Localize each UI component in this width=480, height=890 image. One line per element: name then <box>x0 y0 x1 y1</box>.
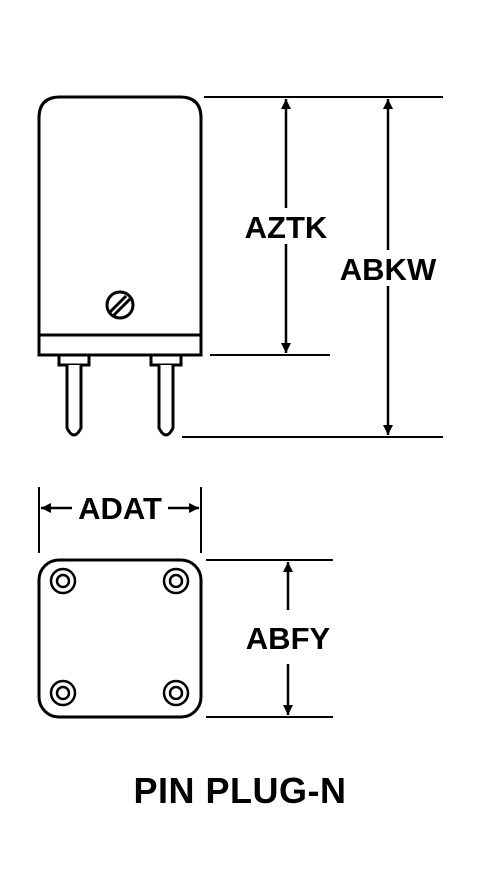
dimension-aztk: AZTK <box>245 99 328 353</box>
side-view-extension-lines <box>182 96 443 438</box>
drawing-title: PIN PLUG-N <box>133 770 347 811</box>
bottom-view-extension-lines <box>38 487 333 718</box>
dimension-label-abkw: ABKW <box>340 252 437 287</box>
pin-left <box>57 353 91 437</box>
plug-base-band <box>37 333 203 357</box>
plug-body-outline <box>37 95 203 357</box>
dimension-adat: ADAT <box>41 491 199 526</box>
dimension-label-aztk: AZTK <box>245 210 328 245</box>
dimension-label-abfy: ABFY <box>246 621 331 656</box>
screw-head <box>105 290 135 320</box>
plug-bottom-outline <box>37 558 203 719</box>
pin-right <box>149 353 183 437</box>
dimension-label-adat: ADAT <box>78 491 162 526</box>
plug-side-view <box>37 95 203 437</box>
pin-socket-bottom-right <box>162 679 190 707</box>
pin-socket-top-left <box>49 567 77 595</box>
dimension-abfy: ABFY <box>246 562 331 715</box>
pin-socket-top-right <box>162 567 190 595</box>
pin-socket-bottom-left <box>49 679 77 707</box>
dimension-abkw: ABKW <box>340 99 437 435</box>
plug-bottom-view <box>37 558 203 719</box>
